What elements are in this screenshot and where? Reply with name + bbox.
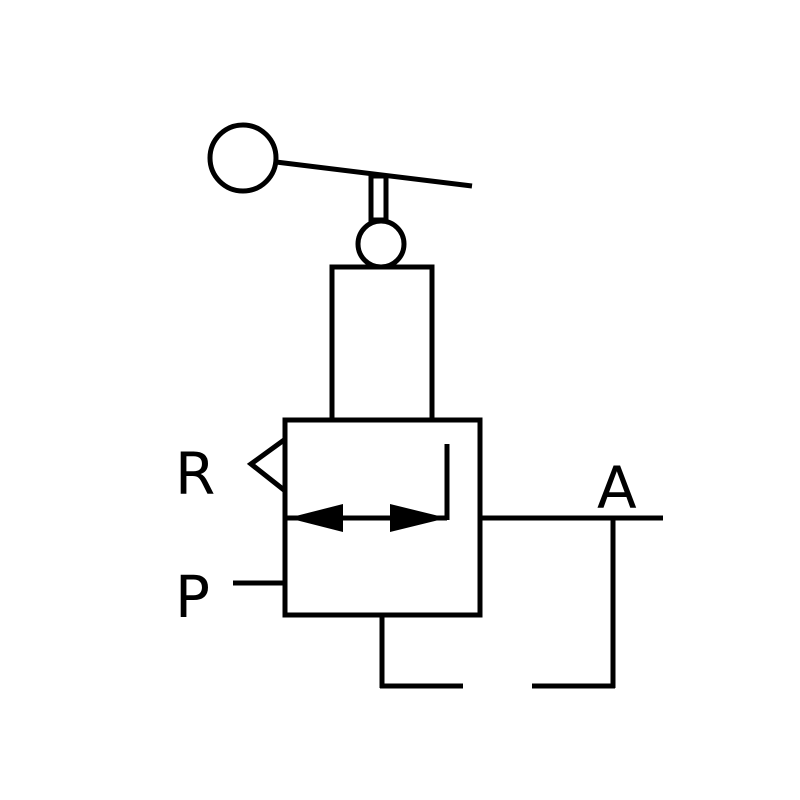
arrowhead-left (288, 504, 343, 532)
port-label-a: A (597, 454, 637, 522)
arrowhead-right (390, 504, 447, 532)
roller (355, 218, 407, 270)
lever-weight-ball (207, 122, 279, 194)
lever-stem (368, 173, 389, 223)
exhaust-port-triangle (246, 437, 286, 492)
plunger-housing (329, 264, 435, 420)
port-label-r: R (175, 440, 215, 508)
port-label-p: P (175, 563, 210, 631)
